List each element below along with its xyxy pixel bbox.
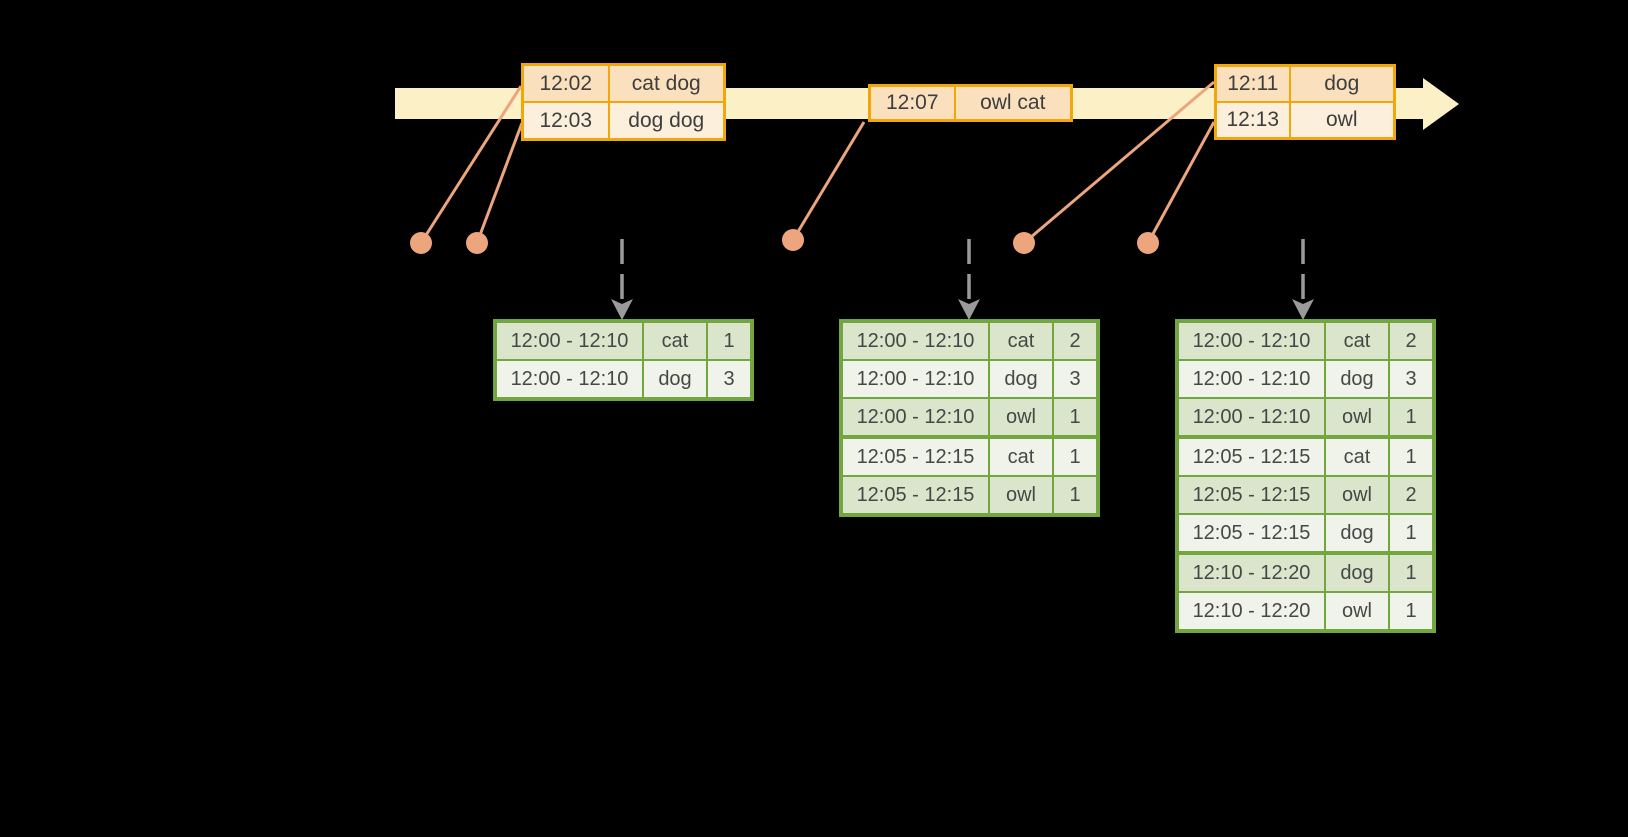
- word-cell: owl: [1324, 475, 1390, 515]
- result-row: 12:05 - 12:15 owl 2: [1176, 475, 1435, 515]
- event-time-cell: 12:13: [1214, 101, 1291, 140]
- word-cell: dog: [642, 359, 708, 400]
- event-dot: [1137, 232, 1159, 254]
- event-words-cell: owl cat: [953, 84, 1073, 122]
- window-cell: 12:00 - 12:10: [840, 320, 990, 361]
- result-row: 12:00 - 12:10 dog 3: [1176, 359, 1435, 399]
- event-table-2: 12:07 owl cat: [868, 84, 1073, 122]
- event-time-cell: 12:02: [521, 63, 610, 103]
- result-row: 12:10 - 12:20 owl 1: [1176, 591, 1435, 632]
- window-cell: 12:05 - 12:15: [1176, 513, 1326, 554]
- count-cell: 1: [1052, 397, 1099, 438]
- word-cell: cat: [1324, 320, 1390, 361]
- count-cell: 1: [1388, 551, 1435, 593]
- event-row: 12:07 owl cat: [868, 84, 1073, 122]
- result-table-3: 12:00 - 12:10 cat 2 12:00 - 12:10 dog 3 …: [1175, 319, 1436, 633]
- result-row: 12:10 - 12:20 dog 1: [1176, 551, 1435, 593]
- result-row: 12:05 - 12:15 cat 1: [840, 435, 1099, 477]
- result-row: 12:00 - 12:10 owl 1: [840, 397, 1099, 438]
- event-connector-line: [791, 121, 866, 241]
- result-row: 12:00 - 12:10 cat 2: [840, 320, 1099, 361]
- event-connector-line: [1146, 121, 1216, 244]
- word-cell: cat: [988, 435, 1054, 477]
- timeline-arrowhead-icon: [1423, 78, 1459, 130]
- window-cell: 12:05 - 12:15: [840, 435, 990, 477]
- window-cell: 12:00 - 12:10: [1176, 320, 1326, 361]
- event-row: 12:13 owl: [1214, 101, 1396, 140]
- event-table-3: 12:11 dog 12:13 owl: [1214, 64, 1396, 140]
- event-time-cell: 12:03: [521, 101, 610, 141]
- window-cell: 12:05 - 12:15: [1176, 475, 1326, 515]
- count-cell: 1: [1388, 397, 1435, 438]
- window-cell: 12:10 - 12:20: [1176, 551, 1326, 593]
- count-cell: 3: [1052, 359, 1099, 399]
- event-words-cell: dog: [1288, 64, 1396, 103]
- word-cell: cat: [642, 320, 708, 361]
- event-time-cell: 12:07: [868, 84, 956, 122]
- word-cell: owl: [988, 397, 1054, 438]
- event-dot: [782, 229, 804, 251]
- word-cell: dog: [1324, 513, 1390, 554]
- trigger-arrow: [1292, 239, 1314, 320]
- word-cell: dog: [1324, 551, 1390, 593]
- word-cell: cat: [988, 320, 1054, 361]
- result-row: 12:00 - 12:10 dog 3: [840, 359, 1099, 399]
- word-cell: owl: [1324, 591, 1390, 632]
- result-row: 12:05 - 12:15 dog 1: [1176, 513, 1435, 554]
- count-cell: 1: [1388, 435, 1435, 477]
- event-dot: [466, 232, 488, 254]
- trigger-arrowhead-icon: [958, 299, 980, 320]
- result-row: 12:00 - 12:10 cat 1: [494, 320, 753, 361]
- trigger-arrow: [958, 239, 980, 320]
- result-table-2: 12:00 - 12:10 cat 2 12:00 - 12:10 dog 3 …: [839, 319, 1100, 517]
- event-connector-line: [475, 122, 524, 244]
- window-cell: 12:05 - 12:15: [1176, 435, 1326, 477]
- window-cell: 12:00 - 12:10: [840, 397, 990, 438]
- count-cell: 2: [1052, 320, 1099, 361]
- result-table-1: 12:00 - 12:10 cat 1 12:00 - 12:10 dog 3: [493, 319, 754, 401]
- event-row: 12:11 dog: [1214, 64, 1396, 103]
- event-time-cell: 12:11: [1214, 64, 1291, 103]
- word-cell: owl: [1324, 397, 1390, 438]
- count-cell: 3: [1388, 359, 1435, 399]
- result-row: 12:00 - 12:10 owl 1: [1176, 397, 1435, 438]
- event-dot: [1013, 232, 1035, 254]
- result-row: 12:00 - 12:10 dog 3: [494, 359, 753, 400]
- word-cell: dog: [988, 359, 1054, 399]
- window-cell: 12:00 - 12:10: [494, 320, 644, 361]
- window-cell: 12:05 - 12:15: [840, 475, 990, 516]
- count-cell: 3: [706, 359, 753, 400]
- event-words-cell: dog dog: [607, 101, 726, 141]
- result-row: 12:00 - 12:10 cat 2: [1176, 320, 1435, 361]
- count-cell: 1: [1388, 513, 1435, 554]
- count-cell: 1: [1052, 475, 1099, 516]
- trigger-arrow: [611, 239, 633, 320]
- event-words-cell: cat dog: [607, 63, 726, 103]
- word-cell: owl: [988, 475, 1054, 516]
- window-cell: 12:00 - 12:10: [840, 359, 990, 399]
- word-cell: dog: [1324, 359, 1390, 399]
- count-cell: 1: [706, 320, 753, 361]
- event-row: 12:03 dog dog: [521, 101, 726, 141]
- event-dot: [410, 232, 432, 254]
- event-table-1: 12:02 cat dog 12:03 dog dog: [521, 63, 726, 141]
- count-cell: 1: [1388, 591, 1435, 632]
- count-cell: 2: [1388, 320, 1435, 361]
- word-cell: cat: [1324, 435, 1390, 477]
- result-row: 12:05 - 12:15 cat 1: [1176, 435, 1435, 477]
- window-cell: 12:00 - 12:10: [1176, 359, 1326, 399]
- window-cell: 12:00 - 12:10: [1176, 397, 1326, 438]
- result-row: 12:05 - 12:15 owl 1: [840, 475, 1099, 516]
- event-words-cell: owl: [1288, 101, 1396, 140]
- window-cell: 12:10 - 12:20: [1176, 591, 1326, 632]
- trigger-arrowhead-icon: [611, 299, 633, 320]
- count-cell: 1: [1052, 435, 1099, 477]
- count-cell: 2: [1388, 475, 1435, 515]
- event-row: 12:02 cat dog: [521, 63, 726, 103]
- trigger-arrowhead-icon: [1292, 299, 1314, 320]
- window-cell: 12:00 - 12:10: [494, 359, 644, 400]
